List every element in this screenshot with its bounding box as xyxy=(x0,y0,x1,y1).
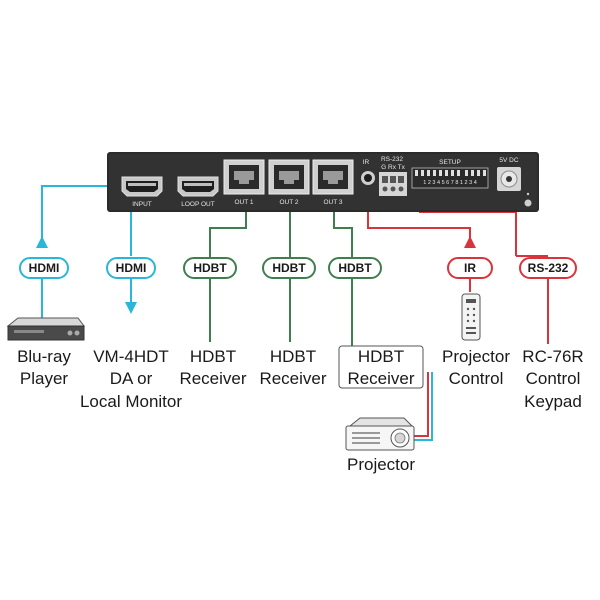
ground-screw-icon xyxy=(524,192,532,207)
dc-power-jack xyxy=(497,167,521,191)
rs232-pill: RS-232 xyxy=(519,257,577,279)
rs232-port-label: RS-232 xyxy=(381,156,403,163)
setup-dip-switches xyxy=(411,167,489,189)
hdbt3-pill-label: HDBT xyxy=(338,261,372,275)
ir-arrow xyxy=(464,236,476,248)
hdbt3-pill: HDBT xyxy=(328,257,382,279)
receiver-to-projector-blue xyxy=(414,372,433,441)
hdmi-loop-pill: HDMI xyxy=(106,257,156,279)
out1-port-label: OUT 1 xyxy=(234,199,253,206)
projector-label: Projector xyxy=(347,455,415,474)
out3-port-label: OUT 3 xyxy=(323,199,342,206)
receiver-to-projector-red xyxy=(414,372,429,437)
input-port-label: INPUT xyxy=(132,201,152,208)
keypad-label-line1: RC-76R xyxy=(522,347,583,366)
rs232-terminal-block xyxy=(379,172,407,196)
setup-dip-numbers: 1 2 3 4 5 6 7 8 1 2 3 4 xyxy=(423,180,477,186)
hdmi-input-port xyxy=(121,176,163,197)
receiver3-label-line1: HDBT xyxy=(358,347,404,366)
ir-pill-label: IR xyxy=(464,261,476,275)
projector-control-label-line1: Projector xyxy=(442,347,510,366)
bluray-label-line1: Blu-ray xyxy=(17,347,71,366)
hdmi-loop-out-port xyxy=(177,176,219,197)
keypad-label-line3: Keypad xyxy=(524,392,582,411)
bluray-player-icon xyxy=(6,317,85,341)
hdmi-input-pill-label: HDMI xyxy=(29,261,60,275)
loop-out-port-label: LOOP OUT xyxy=(181,201,215,208)
receiver1-label-line1: HDBT xyxy=(190,347,236,366)
hdbt1-pill-label: HDBT xyxy=(193,261,227,275)
rj45-out2-port xyxy=(268,159,310,195)
bluray-label-line2: Player xyxy=(20,369,69,388)
ir-port-label: IR xyxy=(363,159,370,166)
hdbt2-pill-label: HDBT xyxy=(272,261,306,275)
keypad-label-line2: Control xyxy=(526,369,581,388)
hdmi-input-pill: HDMI xyxy=(19,257,69,279)
monitor-label-line2: DA or xyxy=(110,369,153,388)
receiver2-label-line1: HDBT xyxy=(270,347,316,366)
hdbt1-pill: HDBT xyxy=(183,257,237,279)
hdbt2-pill: HDBT xyxy=(262,257,316,279)
receiver3-box xyxy=(338,345,424,389)
ir-jack xyxy=(361,171,375,185)
receiver1-label-line2: Receiver xyxy=(179,369,246,388)
hdmi-loop-arrow xyxy=(125,302,137,314)
rj45-out3-port xyxy=(312,159,354,195)
projector-control-label-line2: Control xyxy=(449,369,504,388)
monitor-label-line1: VM-4HDT xyxy=(93,347,169,366)
power-port-label: 5V DC xyxy=(499,157,518,164)
hdmi-input-cable xyxy=(41,185,124,246)
monitor-label-line3: Local Monitor xyxy=(80,392,182,411)
out2-port-label: OUT 2 xyxy=(279,199,298,206)
hdmi-loop-pill-label: HDMI xyxy=(116,261,147,275)
receiver2-label-line2: Receiver xyxy=(259,369,326,388)
hdmi-input-arrow xyxy=(36,236,48,248)
ir-pill: IR xyxy=(447,257,493,279)
rs232-pill-label: RS-232 xyxy=(528,261,569,275)
remote-control-icon xyxy=(461,293,481,341)
projector-icon xyxy=(345,417,415,451)
rj45-out1-port xyxy=(223,159,265,195)
receiver3-label-line2: Receiver xyxy=(347,369,414,388)
setup-label: SETUP xyxy=(439,159,461,166)
rs232-pins-label: G Rx Tx xyxy=(381,164,405,171)
